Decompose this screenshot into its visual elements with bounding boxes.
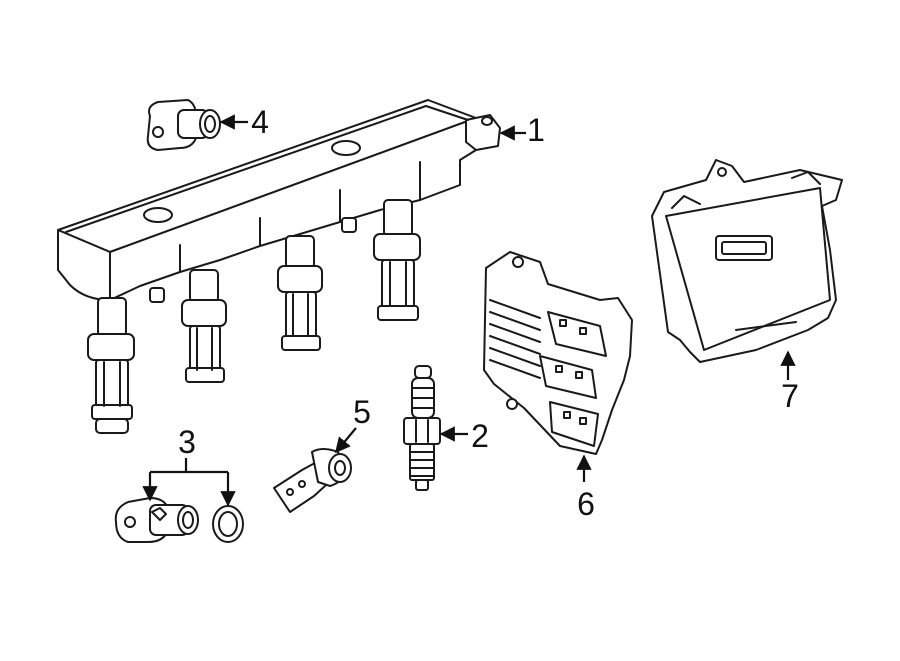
callout-5-label: 5 <box>353 394 371 430</box>
coil-boot-2 <box>181 269 227 383</box>
callout-2-label: 2 <box>471 418 489 454</box>
spark-plug <box>403 365 441 491</box>
camshaft-sensor <box>146 99 221 151</box>
coil-boot-1 <box>87 297 135 434</box>
callout-4-label: 4 <box>251 104 269 140</box>
crankshaft-sensor-o-ring <box>212 505 244 543</box>
callout-6-label: 6 <box>577 486 595 522</box>
engine-control-module <box>483 251 633 455</box>
callout-3-label: 3 <box>178 424 196 460</box>
coil-boot-3 <box>277 235 323 351</box>
callout-leaders <box>142 114 796 507</box>
callout-7-label: 7 <box>781 378 799 414</box>
crankshaft-sensor <box>114 497 199 543</box>
coil-boot-4 <box>373 199 421 321</box>
callout-1-label: 1 <box>527 112 545 148</box>
ignition-coil-pack <box>57 99 501 434</box>
knock-sensor <box>273 448 352 513</box>
ecm-bracket <box>651 159 843 363</box>
